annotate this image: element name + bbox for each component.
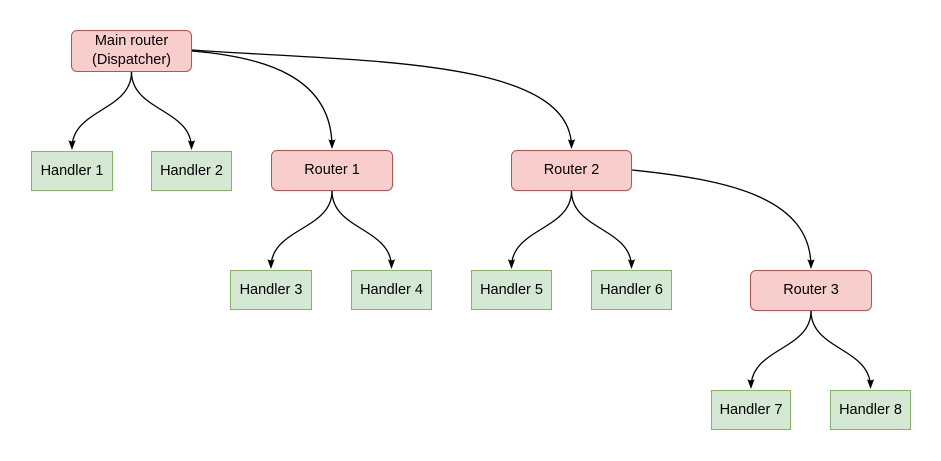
node-main-router-label-line2: (Dispatcher)	[92, 52, 171, 68]
node-handler-3: Handler 3	[230, 270, 312, 310]
node-router-2: Router 2	[511, 150, 632, 191]
node-router-3: Router 3	[750, 270, 872, 311]
edge-router-2-to-handler-6	[570, 190, 636, 269]
edge-router-3-to-handler-8	[810, 310, 875, 389]
edge-router-1-to-handler-4	[331, 190, 396, 269]
node-handler-8-label: Handler 8	[839, 401, 902, 418]
node-handler-8: Handler 8	[830, 390, 911, 430]
node-handler-5-label: Handler 5	[480, 281, 543, 298]
edge-router-2-to-handler-5	[507, 190, 573, 269]
edge-main-to-handler-1	[68, 71, 133, 150]
node-handler-6: Handler 6	[591, 270, 672, 310]
node-main-router-label-line1: Main router	[94, 33, 169, 50]
node-handler-4-label: Handler 4	[360, 281, 423, 298]
edge-main-to-handler-2	[130, 71, 196, 150]
node-main-router: Main router (Dispatcher)	[71, 30, 192, 72]
node-router-2-label: Router 2	[543, 162, 600, 179]
node-router-1-label: Router 1	[304, 162, 360, 179]
node-router-1: Router 1	[271, 150, 393, 191]
node-router-3-label: Router 3	[783, 282, 839, 299]
node-handler-7-label: Handler 7	[719, 401, 783, 418]
edge-router-3-to-handler-7	[747, 310, 812, 389]
edge-main-to-router-2	[191, 49, 576, 149]
node-handler-5: Handler 5	[471, 270, 552, 310]
node-handler-1-label: Handler 1	[40, 162, 104, 179]
node-handler-1: Handler 1	[31, 151, 113, 191]
edge-router-2-to-router-3	[631, 169, 815, 269]
edge-router-1-to-handler-3	[267, 190, 333, 269]
node-handler-2: Handler 2	[151, 151, 232, 191]
node-handler-6-label: Handler 6	[600, 281, 663, 298]
node-handler-3-label: Handler 3	[239, 281, 303, 298]
node-handler-2-label: Handler 2	[160, 162, 223, 179]
node-handler-4: Handler 4	[351, 270, 432, 310]
edge-main-to-router-1	[191, 50, 336, 149]
node-handler-7: Handler 7	[711, 390, 791, 430]
